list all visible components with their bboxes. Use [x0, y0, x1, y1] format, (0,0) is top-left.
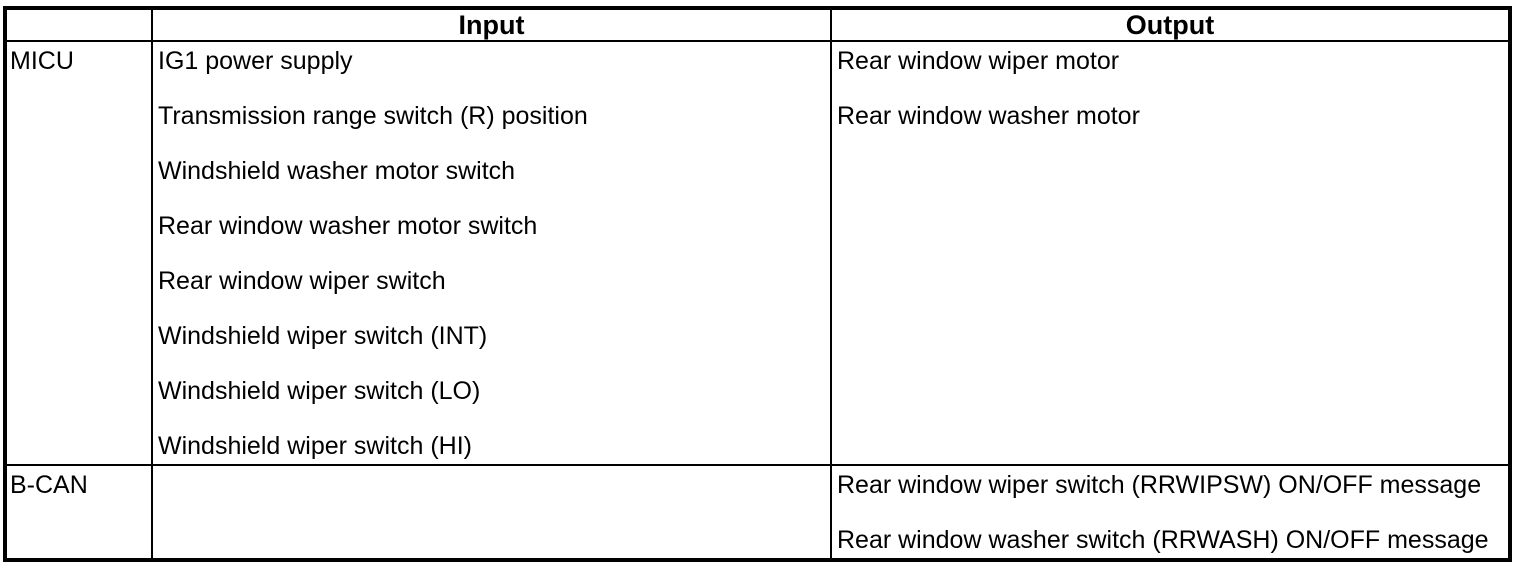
header-output: Output	[830, 7, 1511, 42]
io-entry: Windshield wiper switch (INT)	[158, 322, 488, 350]
source-cell: MICU	[4, 40, 153, 466]
io-entry: IG1 power supply	[158, 47, 353, 75]
io-entry: Rear window wiper motor	[837, 47, 1120, 75]
io-entry: Windshield washer motor switch	[158, 157, 516, 185]
io-entry: Windshield wiper switch (LO)	[158, 377, 481, 405]
io-entry: Rear window wiper switch (RRWIPSW) ON/OF…	[837, 471, 1482, 499]
header-input: Input	[151, 7, 832, 42]
io-entry: Windshield wiper switch (HI)	[158, 432, 472, 460]
table-header: Input Output	[4, 7, 1511, 42]
io-entry: Rear window washer motor switch	[158, 212, 538, 240]
table-row: B-CAN Rear window wiper switch (RRWIPSW) …	[4, 464, 1511, 561]
input-cell	[151, 464, 832, 561]
io-entry: Rear window washer switch (RRWASH) ON/OF…	[837, 526, 1489, 554]
header-source	[4, 7, 153, 42]
source-cell: B-CAN	[4, 464, 153, 561]
header-row: Input Output	[4, 7, 1511, 42]
output-cell: Rear window wiper switch (RRWIPSW) ON/OF…	[830, 464, 1511, 561]
io-entry: Transmission range switch (R) position	[158, 102, 588, 130]
io-entry: Rear window washer motor	[837, 102, 1140, 130]
io-entry: Rear window wiper switch	[158, 267, 446, 295]
